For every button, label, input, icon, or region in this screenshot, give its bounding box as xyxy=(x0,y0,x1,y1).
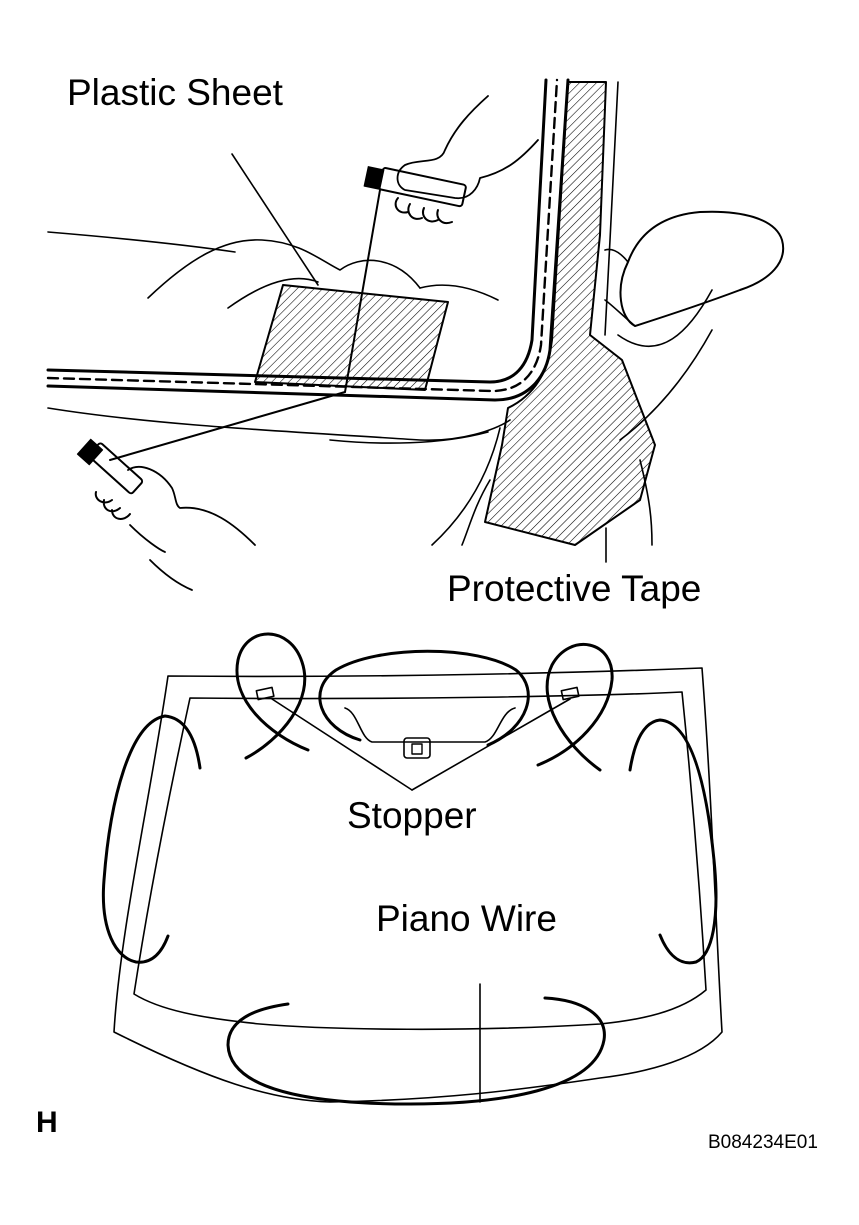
lower-grip-end xyxy=(76,438,104,466)
piano-wire-loop-top-left xyxy=(235,632,310,760)
figure-code: B084234E01 xyxy=(708,1132,818,1153)
body-line-right xyxy=(619,329,713,441)
body-line-lower-3 xyxy=(461,479,491,546)
piano-wire-loop-right-side xyxy=(628,718,718,965)
lower-dash-line-2 xyxy=(329,431,489,444)
piano-wire-lower xyxy=(109,391,346,461)
piano-wire-loop-left-side xyxy=(101,714,202,964)
protective-tape xyxy=(484,81,656,546)
piano-wire-loop-top-center xyxy=(318,649,530,747)
dashboard-contour-right xyxy=(419,284,499,301)
plastic-sheet-label: Plastic Sheet xyxy=(67,72,283,113)
fender-line xyxy=(617,289,713,348)
stopper-left xyxy=(255,686,275,701)
door-frame-line xyxy=(604,81,619,336)
plastic-sheet xyxy=(254,284,449,391)
piano-wire-loop-bottom xyxy=(226,996,606,1106)
plastic-sheet-leader xyxy=(231,153,319,286)
piano-wire-top xyxy=(344,189,381,393)
upper-hand-fingers xyxy=(394,197,453,224)
stopper-label: Stopper xyxy=(347,795,477,836)
windshield-seal-dashes xyxy=(46,78,559,393)
piano-wire-label: Piano Wire xyxy=(376,898,557,939)
dashboard-contour xyxy=(147,239,421,299)
body-line-lower-2 xyxy=(431,427,501,546)
lower-hand-wrist xyxy=(129,524,193,591)
lower-hand xyxy=(127,466,256,546)
upper-wire-grip xyxy=(378,167,467,208)
side-mirror xyxy=(619,210,785,327)
body-line-lower xyxy=(639,459,653,546)
windshield-bottom-edge-outer xyxy=(46,78,548,384)
piano-wire-loop-top-right xyxy=(536,642,614,772)
panel-letter: H xyxy=(36,1106,58,1139)
mirror-mount xyxy=(403,737,431,759)
stopper-right xyxy=(560,686,580,701)
mirror-mount-outline xyxy=(344,707,516,743)
dashboard-line xyxy=(47,231,236,253)
side-mirror-mount xyxy=(604,248,636,327)
mirror-mount-icon xyxy=(411,743,423,755)
upper-grip-end xyxy=(363,166,385,190)
windshield-outline xyxy=(113,667,723,1103)
lower-hand-fingers xyxy=(94,491,131,520)
dashboard-contour-inner xyxy=(227,277,319,309)
upper-hand xyxy=(396,95,539,200)
protective-tape-label: Protective Tape xyxy=(447,568,702,609)
lower-dash-line xyxy=(47,407,511,441)
